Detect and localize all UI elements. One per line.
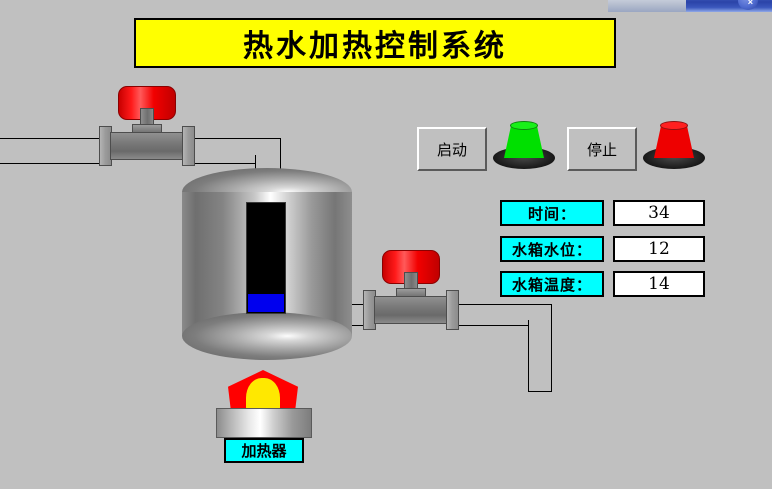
titlebar-inactive-area — [608, 0, 686, 12]
green-lamp-cap — [510, 121, 538, 130]
heater-label: 加热器 — [224, 438, 304, 463]
outlet-valve-flange-right — [446, 290, 459, 330]
inlet-valve[interactable] — [96, 86, 196, 166]
close-icon[interactable]: × — [747, 0, 753, 7]
readout-label-time: 时间： — [500, 200, 604, 226]
page-title: 热水加热控制系统 — [134, 18, 616, 68]
window-titlebar-fragment: × — [608, 0, 772, 12]
outlet-pipe-downcomer — [528, 320, 552, 392]
window-close-button[interactable] — [738, 0, 758, 10]
readout-value-water-temperature[interactable]: 14 — [613, 271, 705, 297]
readout-value-time[interactable]: 34 — [613, 200, 705, 226]
stop-button[interactable]: 停止 — [567, 127, 637, 171]
start-button[interactable]: 启动 — [417, 127, 487, 171]
inlet-valve-flange-right — [182, 126, 195, 166]
red-lamp-dome — [654, 125, 694, 158]
red-indicator-lamp[interactable] — [643, 120, 705, 170]
outlet-valve-body — [374, 296, 448, 324]
readout-label-water-temperature: 水箱温度： — [500, 271, 604, 297]
tank-level-fill — [248, 294, 284, 312]
green-lamp-dome — [504, 125, 544, 158]
inlet-valve-body — [110, 132, 184, 160]
heater[interactable]: 加热器 — [216, 370, 312, 465]
tank-level-gauge — [246, 202, 286, 314]
water-tank[interactable] — [182, 168, 352, 360]
flame-core-icon — [246, 378, 280, 410]
readout-value-water-level[interactable]: 12 — [613, 236, 705, 262]
outlet-valve[interactable] — [360, 250, 460, 330]
red-lamp-cap — [660, 121, 688, 130]
readout-label-water-level: 水箱水位： — [500, 236, 604, 262]
green-indicator-lamp[interactable] — [493, 120, 555, 170]
tank-bottom-cap — [182, 312, 352, 360]
inlet-pipe-left-horizontal — [0, 138, 100, 164]
page-title-text: 热水加热控制系统 — [243, 29, 507, 64]
heater-base — [216, 408, 312, 438]
